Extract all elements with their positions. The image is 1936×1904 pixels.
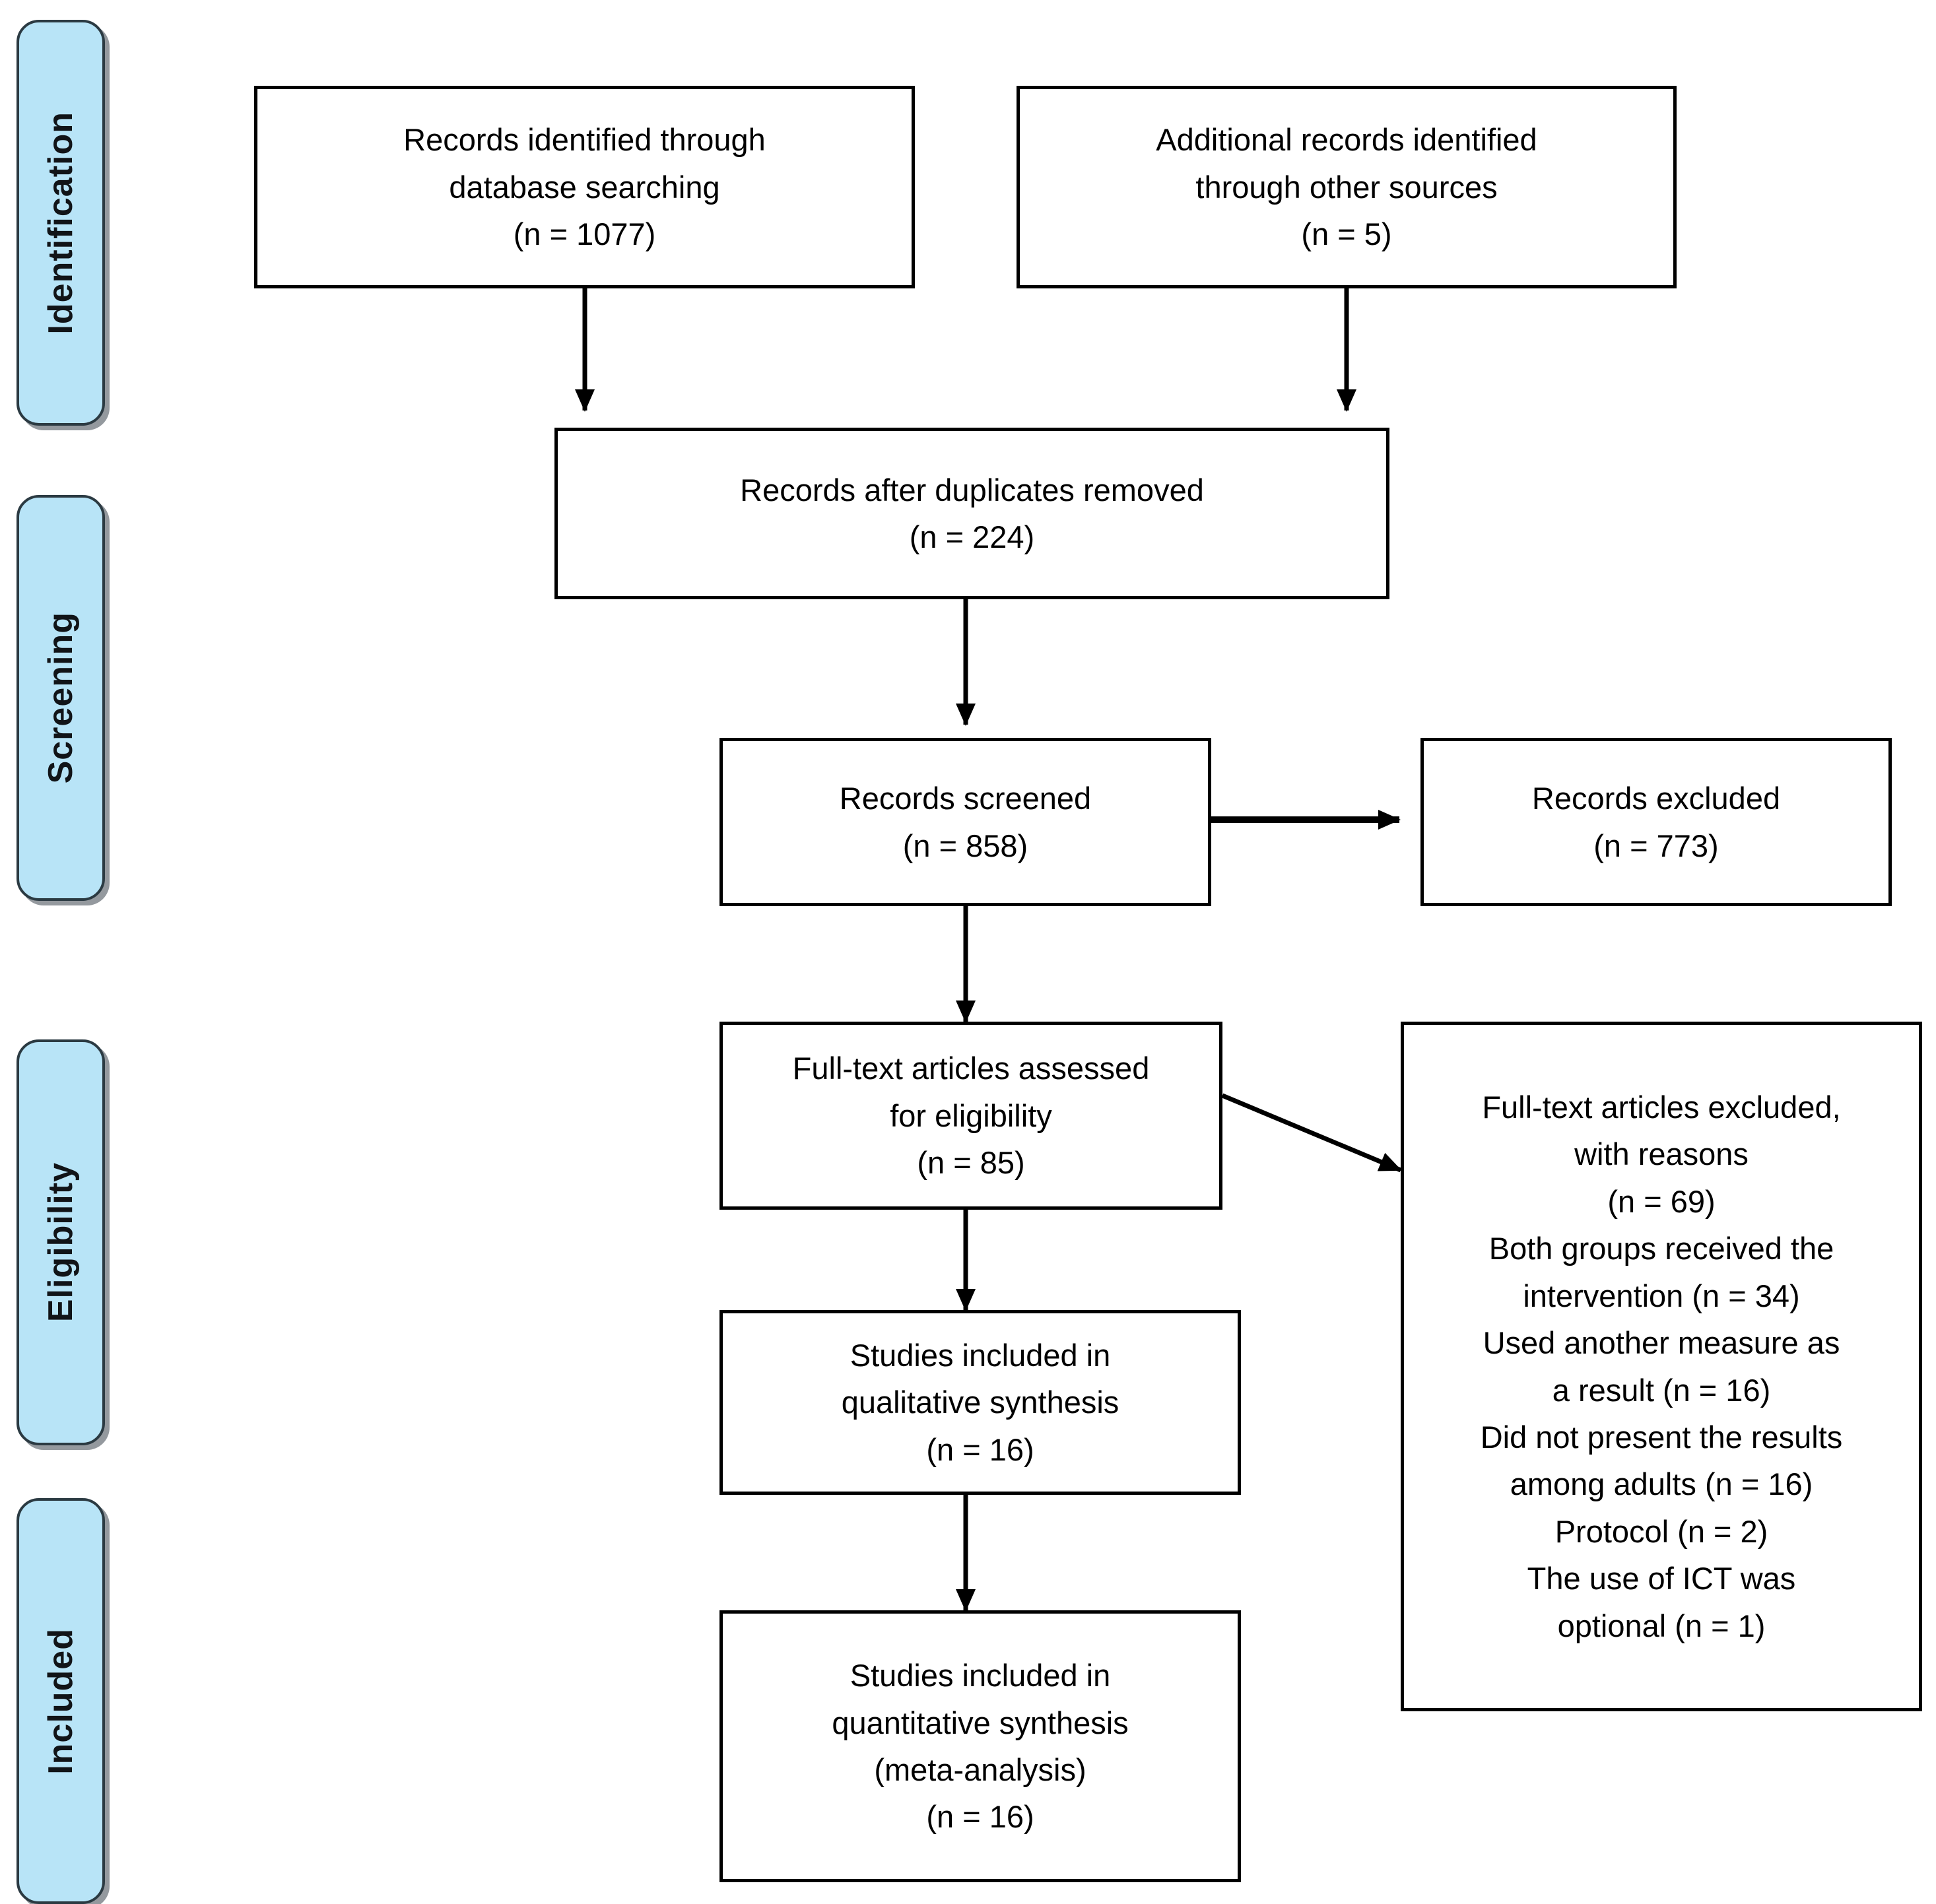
stage-label-eligibility: Eligibility: [42, 1162, 80, 1323]
box-additional-records-line2: through other sources: [1195, 169, 1498, 205]
box-duplicates-removed-line2: (n = 224): [909, 519, 1035, 554]
box-fulltext-assessed-line3: (n = 85): [917, 1145, 1025, 1181]
box-fulltext-excluded-line8: Did not present the results: [1480, 1419, 1843, 1455]
connector-fulltext-to-excluded: [1221, 1093, 1402, 1173]
box-qualitative-synthesis-line2: qualitative synthesis: [841, 1385, 1119, 1420]
box-quantitative-synthesis: Studies included in quantitative synthes…: [719, 1610, 1241, 1882]
box-qualitative-synthesis: Studies included in qualitative synthesi…: [719, 1310, 1241, 1495]
stage-pill-identification: Identification: [17, 20, 105, 426]
stage-pill-eligibility: Eligibility: [17, 1039, 105, 1445]
box-fulltext-excluded-line12: optional (n = 1): [1557, 1608, 1766, 1643]
box-duplicates-removed-line1: Records after duplicates removed: [740, 472, 1204, 508]
box-fulltext-excluded-line6: Used another measure as: [1483, 1325, 1840, 1361]
box-quantitative-synthesis-line4: (n = 16): [926, 1799, 1034, 1835]
box-records-screened: Records screened (n = 858): [719, 738, 1211, 906]
box-records-excluded: Records excluded (n = 773): [1420, 738, 1892, 906]
stage-label-screening: Screening: [42, 612, 80, 784]
box-additional-records: Additional records identified through ot…: [1017, 86, 1677, 288]
box-quantitative-synthesis-line3: (meta-analysis): [874, 1752, 1086, 1787]
box-fulltext-excluded-line11: The use of ICT was: [1527, 1561, 1796, 1596]
box-qualitative-synthesis-line1: Studies included in: [850, 1337, 1111, 1373]
box-records-identified-line1: Records identified through: [403, 122, 766, 158]
box-fulltext-excluded-line4: Both groups received the: [1488, 1231, 1834, 1266]
box-quantitative-synthesis-line1: Studies included in: [850, 1658, 1111, 1693]
stage-label-included: Included: [42, 1627, 80, 1775]
box-fulltext-excluded-line7: a result (n = 16): [1552, 1372, 1771, 1408]
box-additional-records-line1: Additional records identified: [1156, 122, 1537, 158]
box-quantitative-synthesis-line2: quantitative synthesis: [832, 1705, 1129, 1740]
box-records-identified-line3: (n = 1077): [513, 216, 656, 252]
stage-pill-screening: Screening: [17, 495, 105, 901]
box-fulltext-excluded-line1: Full-text articles excluded,: [1482, 1089, 1841, 1125]
box-qualitative-synthesis-line3: (n = 16): [926, 1431, 1034, 1467]
box-records-excluded-line2: (n = 773): [1593, 828, 1719, 863]
box-records-excluded-line1: Records excluded: [1531, 781, 1781, 816]
box-fulltext-assessed-line1: Full-text articles assessed: [792, 1051, 1150, 1086]
box-records-identified-line2: database searching: [449, 169, 720, 205]
box-additional-records-line3: (n = 5): [1301, 216, 1392, 252]
box-records-identified: Records identified through database sear…: [254, 86, 915, 288]
stage-label-identification: Identification: [42, 111, 80, 335]
stage-pill-included: Included: [17, 1498, 105, 1904]
box-fulltext-excluded-line9: among adults (n = 16): [1510, 1466, 1813, 1502]
box-fulltext-excluded: Full-text articles excluded, with reason…: [1401, 1022, 1922, 1711]
box-fulltext-assessed-line2: for eligibility: [890, 1098, 1052, 1133]
box-fulltext-excluded-line3: (n = 69): [1607, 1183, 1716, 1219]
box-fulltext-excluded-line2: with reasons: [1574, 1136, 1749, 1172]
box-records-screened-line1: Records screened: [839, 781, 1092, 816]
box-duplicates-removed: Records after duplicates removed (n = 22…: [554, 428, 1389, 599]
box-records-screened-line2: (n = 858): [902, 828, 1028, 863]
box-fulltext-excluded-line5: intervention (n = 34): [1523, 1278, 1800, 1313]
box-fulltext-assessed: Full-text articles assessed for eligibil…: [719, 1022, 1222, 1210]
box-fulltext-excluded-line10: Protocol (n = 2): [1554, 1513, 1768, 1549]
